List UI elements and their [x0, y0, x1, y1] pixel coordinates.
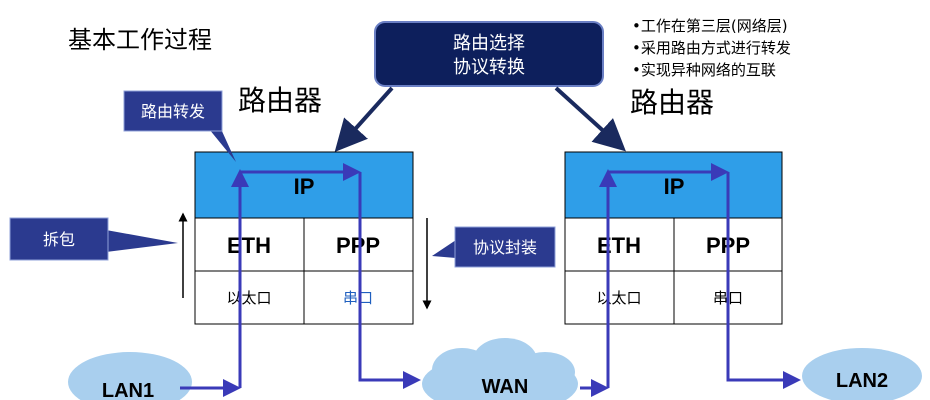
lan2-cloud: LAN2: [802, 348, 922, 400]
left-eth-label: ETH: [227, 233, 271, 258]
left-eth-port-label: 以太口: [226, 289, 271, 307]
packet-path: [180, 163, 801, 397]
right-ip-label: IP: [664, 174, 685, 199]
right-router-label: 路由器: [630, 86, 714, 119]
forward-callout: 路由转发: [123, 90, 236, 162]
routing-box: 路由选择 协议转换: [374, 21, 604, 87]
left-ppp-label: PPP: [336, 233, 380, 258]
left-serial-port-label: 串口: [343, 289, 373, 307]
encap-callout-label: 协议封装: [473, 238, 537, 257]
wan-label: WAN: [482, 376, 529, 398]
routing-box-line2: 协议转换: [453, 57, 525, 78]
page-title: 基本工作过程: [68, 26, 212, 54]
routing-box-line1: 路由选择: [453, 33, 525, 54]
lan2-label: LAN2: [836, 370, 888, 392]
forward-callout-label: 路由转发: [141, 102, 205, 121]
encap-callout: 协议封装: [432, 226, 556, 268]
unpack-callout-label: 拆包: [43, 230, 75, 249]
feature-item: •实现异种网络的互联: [632, 61, 776, 79]
lan1-label: LAN1: [102, 380, 154, 400]
right-eth-label: ETH: [597, 233, 641, 258]
feature-item: •采用路由方式进行转发: [632, 39, 791, 57]
box-to-right-router-arrow: [554, 86, 626, 152]
left-ip-label: IP: [294, 174, 315, 199]
feature-item: •工作在第三层(网络层): [632, 17, 788, 35]
right-router-stack: IP ETH PPP 以太口 串口: [564, 151, 783, 325]
wan-cloud: WAN: [422, 338, 578, 400]
right-eth-port-label: 以太口: [596, 289, 641, 307]
lan1-cloud: LAN1: [68, 352, 192, 400]
box-to-left-router-arrow: [334, 86, 394, 152]
left-router-stack: IP ETH PPP 以太口 串口: [194, 151, 414, 325]
left-router-label: 路由器: [238, 84, 322, 117]
unpack-callout: 拆包: [9, 217, 178, 261]
feature-list: •工作在第三层(网络层) •采用路由方式进行转发 •实现异种网络的互联: [632, 17, 791, 79]
